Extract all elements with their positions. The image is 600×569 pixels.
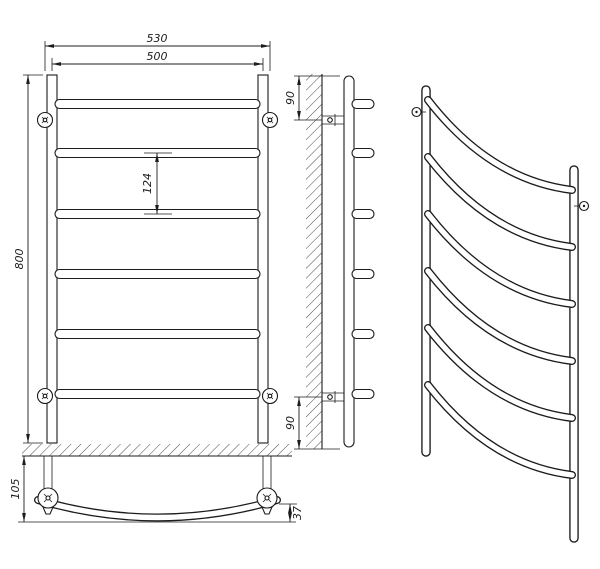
dim-label-800: 800	[13, 249, 26, 270]
curved-bar-6	[424, 381, 576, 479]
dim-bow: 37	[279, 503, 304, 522]
wall-flange-top-right	[261, 111, 279, 129]
wall-bracket-bottom	[322, 391, 344, 403]
side-bar-stub-4	[351, 268, 375, 280]
side-bar-stub-6	[351, 388, 375, 400]
dim-label-37: 37	[291, 506, 304, 520]
dim-depth: 105	[9, 456, 26, 522]
bottom-view: 105 37	[9, 444, 304, 523]
dim-width-inner: 500	[51, 50, 264, 71]
dim-label-105: 105	[9, 479, 22, 500]
wall-flange-bottom-right	[261, 387, 279, 405]
dim-width-outer: 530	[44, 32, 271, 71]
side-view: 90 90	[284, 74, 375, 450]
dim-label-90-top: 90	[284, 91, 297, 105]
side-rail	[343, 75, 355, 448]
dim-label-124: 124	[141, 173, 154, 194]
wall-flange-bottom-left	[36, 387, 54, 405]
dim-label-90-bottom: 90	[284, 416, 297, 430]
wall-hatch	[306, 74, 322, 449]
flange-plan-right	[256, 487, 278, 509]
side-bar-stub-1	[351, 98, 375, 110]
side-bar-stub-5	[351, 328, 375, 340]
wall-bracket-top	[322, 114, 344, 126]
flange-plan-left	[37, 487, 59, 509]
dim-top-offset: 90	[284, 75, 340, 121]
bar-4	[54, 268, 261, 280]
bar-5	[54, 328, 261, 340]
dim-bar-gap: 124	[141, 152, 172, 215]
side-bar-stub-3	[351, 208, 375, 220]
right-rail	[257, 74, 269, 444]
flange-3d-left	[411, 106, 426, 118]
wall-hatch-bottom	[22, 444, 292, 456]
side-bar-stub-2	[351, 147, 375, 159]
perspective-view	[411, 85, 590, 543]
left-rail	[46, 74, 58, 444]
wall-flange-top-left	[36, 111, 54, 129]
dim-label-500: 500	[147, 50, 168, 63]
dim-label-530: 530	[147, 32, 168, 45]
bar-6	[54, 388, 261, 400]
dim-bottom-offset: 90	[284, 396, 340, 450]
dim-height: 800	[13, 74, 43, 444]
bar-1	[54, 98, 261, 110]
flange-3d-right	[574, 200, 590, 212]
front-view: 530 500 800 124	[13, 32, 279, 444]
